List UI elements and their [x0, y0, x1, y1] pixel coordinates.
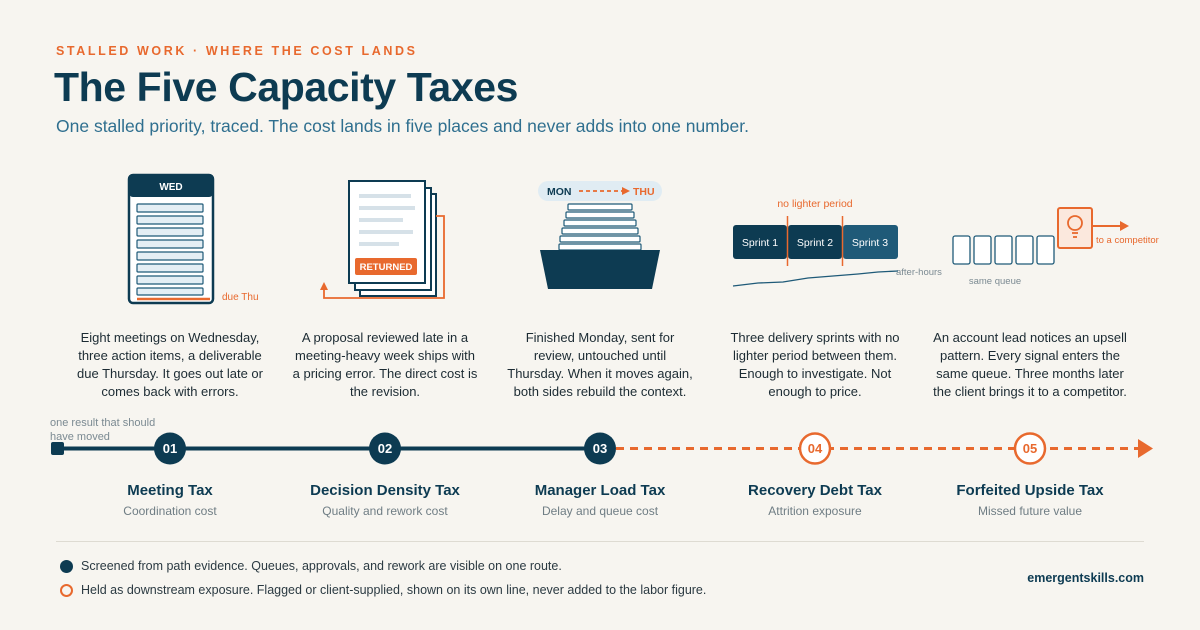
node-02: 02: [369, 432, 401, 465]
description-forfeited: An account lead notices an upsell patter…: [933, 330, 1127, 399]
stack-to-label: THU: [633, 186, 655, 198]
competitor-label: to a competitor: [1096, 235, 1159, 246]
node-title: Forfeited Upside Tax: [956, 482, 1104, 499]
legend-screened: Screened from path evidence. Queues, app…: [60, 559, 562, 573]
node-label-meeting: Meeting Tax Coordination cost: [60, 482, 280, 518]
node-subtitle: Missed future value: [977, 504, 1083, 518]
filled-dot-icon: [60, 559, 73, 573]
sprint-timeline-icon: no lighter period Sprint 1 Sprint 2 Spri…: [732, 198, 942, 287]
description-recovery: Three delivery sprints with no lighter p…: [730, 330, 900, 399]
document-stack-icon: RETURNED: [320, 180, 445, 299]
svg-text:05: 05: [1023, 441, 1037, 456]
sprint-1: Sprint 1: [742, 237, 778, 249]
timeline: 01 02 03 04 05: [51, 432, 1153, 465]
lightbulb-icon: [1067, 215, 1083, 238]
node-title: Manager Load Tax: [534, 482, 666, 499]
legend-exposure-text: Held as downstream exposure. Flagged or …: [81, 583, 707, 597]
legend-exposure: Held as downstream exposure. Flagged or …: [60, 583, 706, 597]
node-04: 04: [798, 432, 832, 465]
description-decision: A proposal reviewed late in a meeting-he…: [292, 330, 478, 399]
description-meeting: Eight meetings on Wednesday, three actio…: [77, 330, 263, 399]
svg-text:04: 04: [808, 441, 823, 456]
node-subtitle: Attrition exposure: [768, 504, 862, 518]
node-05: 05: [1013, 432, 1047, 465]
node-subtitle: Coordination cost: [123, 504, 217, 518]
divider: [56, 541, 1144, 542]
calendar-icon: WED due Thu: [127, 173, 259, 305]
brand-link[interactable]: emergentskills.com: [1027, 571, 1144, 585]
node-01: 01: [154, 432, 186, 465]
node-title: Recovery Debt Tax: [748, 482, 882, 499]
queue-icon: to a competitor same queue: [952, 207, 1159, 287]
after-hours-label: after-hours: [896, 267, 942, 278]
returned-stamp: RETURNED: [360, 262, 413, 273]
description-manager: Finished Monday, sent for review, untouc…: [507, 330, 693, 399]
node-label-forfeited: Forfeited Upside Tax Missed future value: [920, 482, 1140, 518]
svg-text:01: 01: [163, 441, 177, 456]
queue-label: same queue: [969, 276, 1021, 287]
sprint-2: Sprint 2: [797, 237, 833, 249]
node-03: 03: [584, 432, 616, 465]
page-subtitle: One stalled priority, traced. The cost l…: [56, 116, 749, 136]
stack-from-label: MON: [547, 186, 572, 198]
node-label-manager: Manager Load Tax Delay and queue cost: [490, 482, 710, 518]
node-subtitle: Quality and rework cost: [322, 504, 448, 518]
node-subtitle: Delay and queue cost: [541, 504, 659, 518]
node-label-recovery: Recovery Debt Tax Attrition exposure: [705, 482, 925, 518]
svg-text:03: 03: [593, 441, 607, 456]
sprint-note: no lighter period: [777, 198, 852, 210]
legend-screened-text: Screened from path evidence. Queues, app…: [81, 559, 562, 573]
due-label: due Thu: [222, 292, 259, 303]
hollow-dot-icon: [60, 583, 73, 597]
sprint-3: Sprint 3: [852, 237, 888, 249]
timeline-start-marker: [51, 442, 64, 455]
node-title: Meeting Tax: [127, 482, 213, 499]
svg-text:02: 02: [378, 441, 392, 456]
node-title: Decision Density Tax: [310, 482, 460, 499]
eyebrow: STALLED WORK · WHERE THE COST LANDS: [56, 44, 418, 58]
page-title: The Five Capacity Taxes: [54, 64, 519, 110]
calendar-header: WED: [159, 182, 182, 193]
timeline-arrowhead: [1138, 439, 1153, 458]
timeline-start-note: one result that should have moved: [50, 417, 156, 443]
paper-tray-icon: MON THU: [538, 181, 662, 289]
node-label-decision: Decision Density Tax Quality and rework …: [275, 482, 495, 518]
